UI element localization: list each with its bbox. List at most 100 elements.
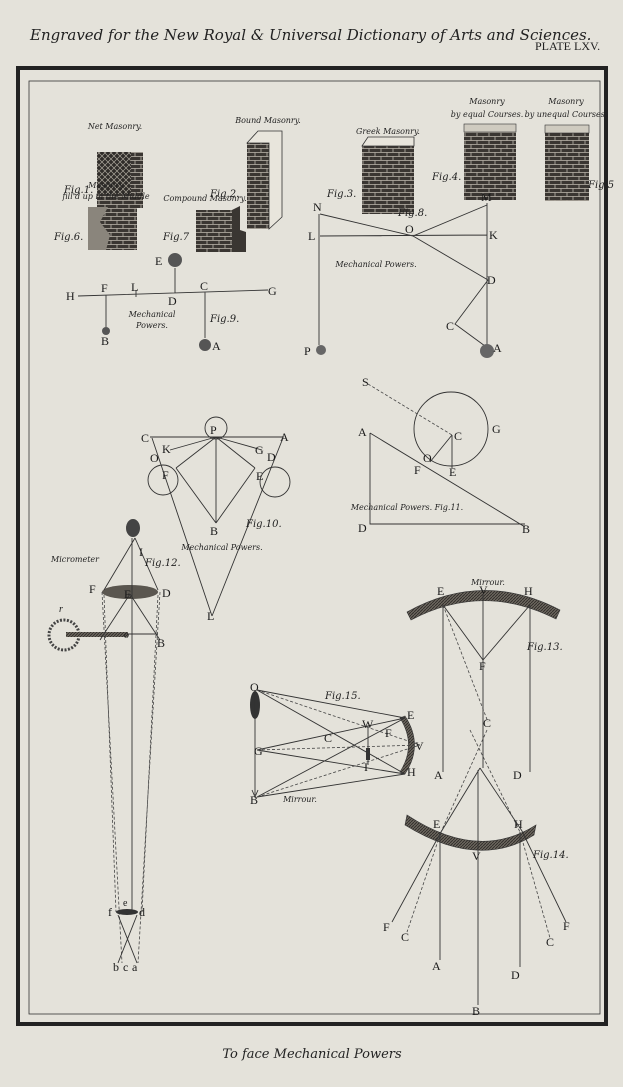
- point-label: O: [250, 680, 259, 694]
- point-label: V: [479, 583, 488, 597]
- fig6-filled-masonry: Masonry fill'd up in the Middle Fig.6.: [53, 181, 150, 250]
- point-label: F: [101, 281, 108, 295]
- fig1-net-masonry: Net Masonry. Fig.1.: [63, 122, 143, 208]
- point-label: C: [454, 429, 462, 443]
- point-label: K: [489, 228, 498, 242]
- point-label: d: [139, 905, 145, 919]
- point-label: M: [481, 190, 492, 204]
- point-label: f: [108, 905, 112, 919]
- caption-line-2: Powers.: [135, 321, 168, 330]
- point-label: A: [358, 425, 367, 439]
- point-label: C: [324, 731, 332, 745]
- point-label: A: [434, 768, 443, 782]
- fig-label: Fig.5: [587, 180, 614, 191]
- weight-e: [168, 253, 182, 267]
- point-label: D: [358, 521, 367, 535]
- fig15-mirror-image: O G B C W F I E V H Fig.15. Mirrour.: [250, 680, 424, 807]
- fig-label: Fig.13.: [526, 642, 563, 653]
- fig-label: Fig.1.: [63, 185, 93, 196]
- fig-label: Fig.15.: [324, 691, 361, 702]
- point-label: H: [66, 289, 75, 303]
- point-label: D: [267, 450, 276, 464]
- fig3-greek-masonry: Greek Masonry. Fig.3.: [326, 127, 420, 214]
- point-label: C: [446, 319, 454, 333]
- point-label: D: [511, 968, 520, 982]
- caption-line-1: Masonry: [87, 181, 124, 190]
- point-label: L: [207, 609, 214, 623]
- fig14-convex-mirror: E H V F C A B D C F Fig.14.: [383, 729, 570, 1018]
- caption: Mechanical Powers. Fig.11.: [350, 503, 463, 512]
- point-label: B: [472, 1004, 480, 1018]
- point-label: C: [546, 935, 554, 949]
- point-label: O: [150, 451, 159, 465]
- point-label: H: [514, 817, 523, 831]
- point-label: C: [401, 930, 409, 944]
- point-label: D: [487, 273, 496, 287]
- point-label: a: [132, 960, 138, 974]
- point-label: A: [280, 430, 289, 444]
- point-label: I: [364, 760, 368, 774]
- plate-header-title: Engraved for the New Royal & Universal D…: [29, 26, 591, 44]
- point-label: F: [479, 659, 486, 673]
- caption: Mechanical Powers.: [334, 260, 416, 269]
- fig5-masonry-unequal-courses: Masonry by unequal Courses. Fig.5: [525, 97, 614, 201]
- caption: Bound Masonry.: [234, 116, 301, 125]
- fig-label: Fig.14.: [532, 850, 569, 861]
- point-label: O: [405, 222, 414, 236]
- fig4-masonry-equal-courses: Masonry by equal Courses. Fig.4.: [431, 97, 523, 200]
- caption-line-1: Masonry: [547, 97, 584, 106]
- plate-footer-caption: To face Mechanical Powers: [222, 1047, 402, 1062]
- point-label: N: [313, 200, 322, 214]
- point-label: E: [407, 708, 414, 722]
- caption-line-1: Masonry: [468, 97, 505, 106]
- point-label: C: [483, 716, 491, 730]
- inner-frame: [28, 80, 601, 1015]
- point-label: B: [101, 334, 109, 348]
- caption-line-2: by unequal Courses.: [525, 110, 608, 119]
- point-label: P: [210, 423, 217, 437]
- fig-label: Fig.8.: [397, 208, 427, 219]
- caption: Net Masonry.: [87, 122, 142, 131]
- outer-frame: [16, 66, 608, 1026]
- point-label: F: [383, 920, 390, 934]
- caption: Mirrour.: [470, 578, 505, 587]
- point-label: P: [304, 344, 311, 358]
- caption: Compound Masonry.: [163, 194, 246, 203]
- fig-label: Fig.4.: [431, 172, 461, 183]
- caption: Mechanical Powers.: [180, 543, 262, 552]
- caption: Mirrour.: [282, 795, 317, 804]
- plate-number: PLATE LXV.: [535, 39, 600, 53]
- point-label: E: [449, 465, 456, 479]
- fig-label: Fig.9.: [209, 314, 239, 325]
- point-label: A: [493, 341, 502, 355]
- point-label: r: [59, 604, 63, 615]
- caption-line-2: fill'd up in the Middle: [61, 192, 150, 201]
- point-label: B: [157, 636, 165, 650]
- fig10-pulleys: P C A K O F G D E B L Fig.10. Mechanical…: [141, 416, 291, 623]
- point-label: C: [141, 431, 149, 445]
- point-label: C: [200, 279, 208, 293]
- point-label: A: [212, 339, 221, 353]
- fig-label: Fig.2.: [209, 189, 239, 200]
- fig-label: Fig.10.: [245, 519, 282, 530]
- fig-label: Fig.12.: [144, 558, 181, 569]
- point-label: o: [124, 630, 129, 641]
- point-label: L: [308, 229, 315, 243]
- point-label: F: [563, 919, 570, 933]
- point-label: V: [415, 739, 424, 753]
- point-label: H: [524, 584, 533, 598]
- fig-label: Fig.3.: [326, 189, 356, 200]
- point-label: F: [385, 726, 392, 740]
- fig2-bound-masonry: Bound Masonry. Fig.2.: [209, 116, 301, 230]
- point-label: A: [432, 959, 441, 973]
- point-label: E: [155, 254, 162, 268]
- point-label: F: [89, 582, 96, 596]
- point-label: F: [162, 468, 169, 482]
- point-label: H: [407, 765, 416, 779]
- point-label: B: [210, 524, 218, 538]
- point-label: I: [139, 545, 143, 559]
- point-label: E: [433, 817, 440, 831]
- point-label: E: [256, 469, 263, 483]
- point-label: G: [268, 284, 277, 298]
